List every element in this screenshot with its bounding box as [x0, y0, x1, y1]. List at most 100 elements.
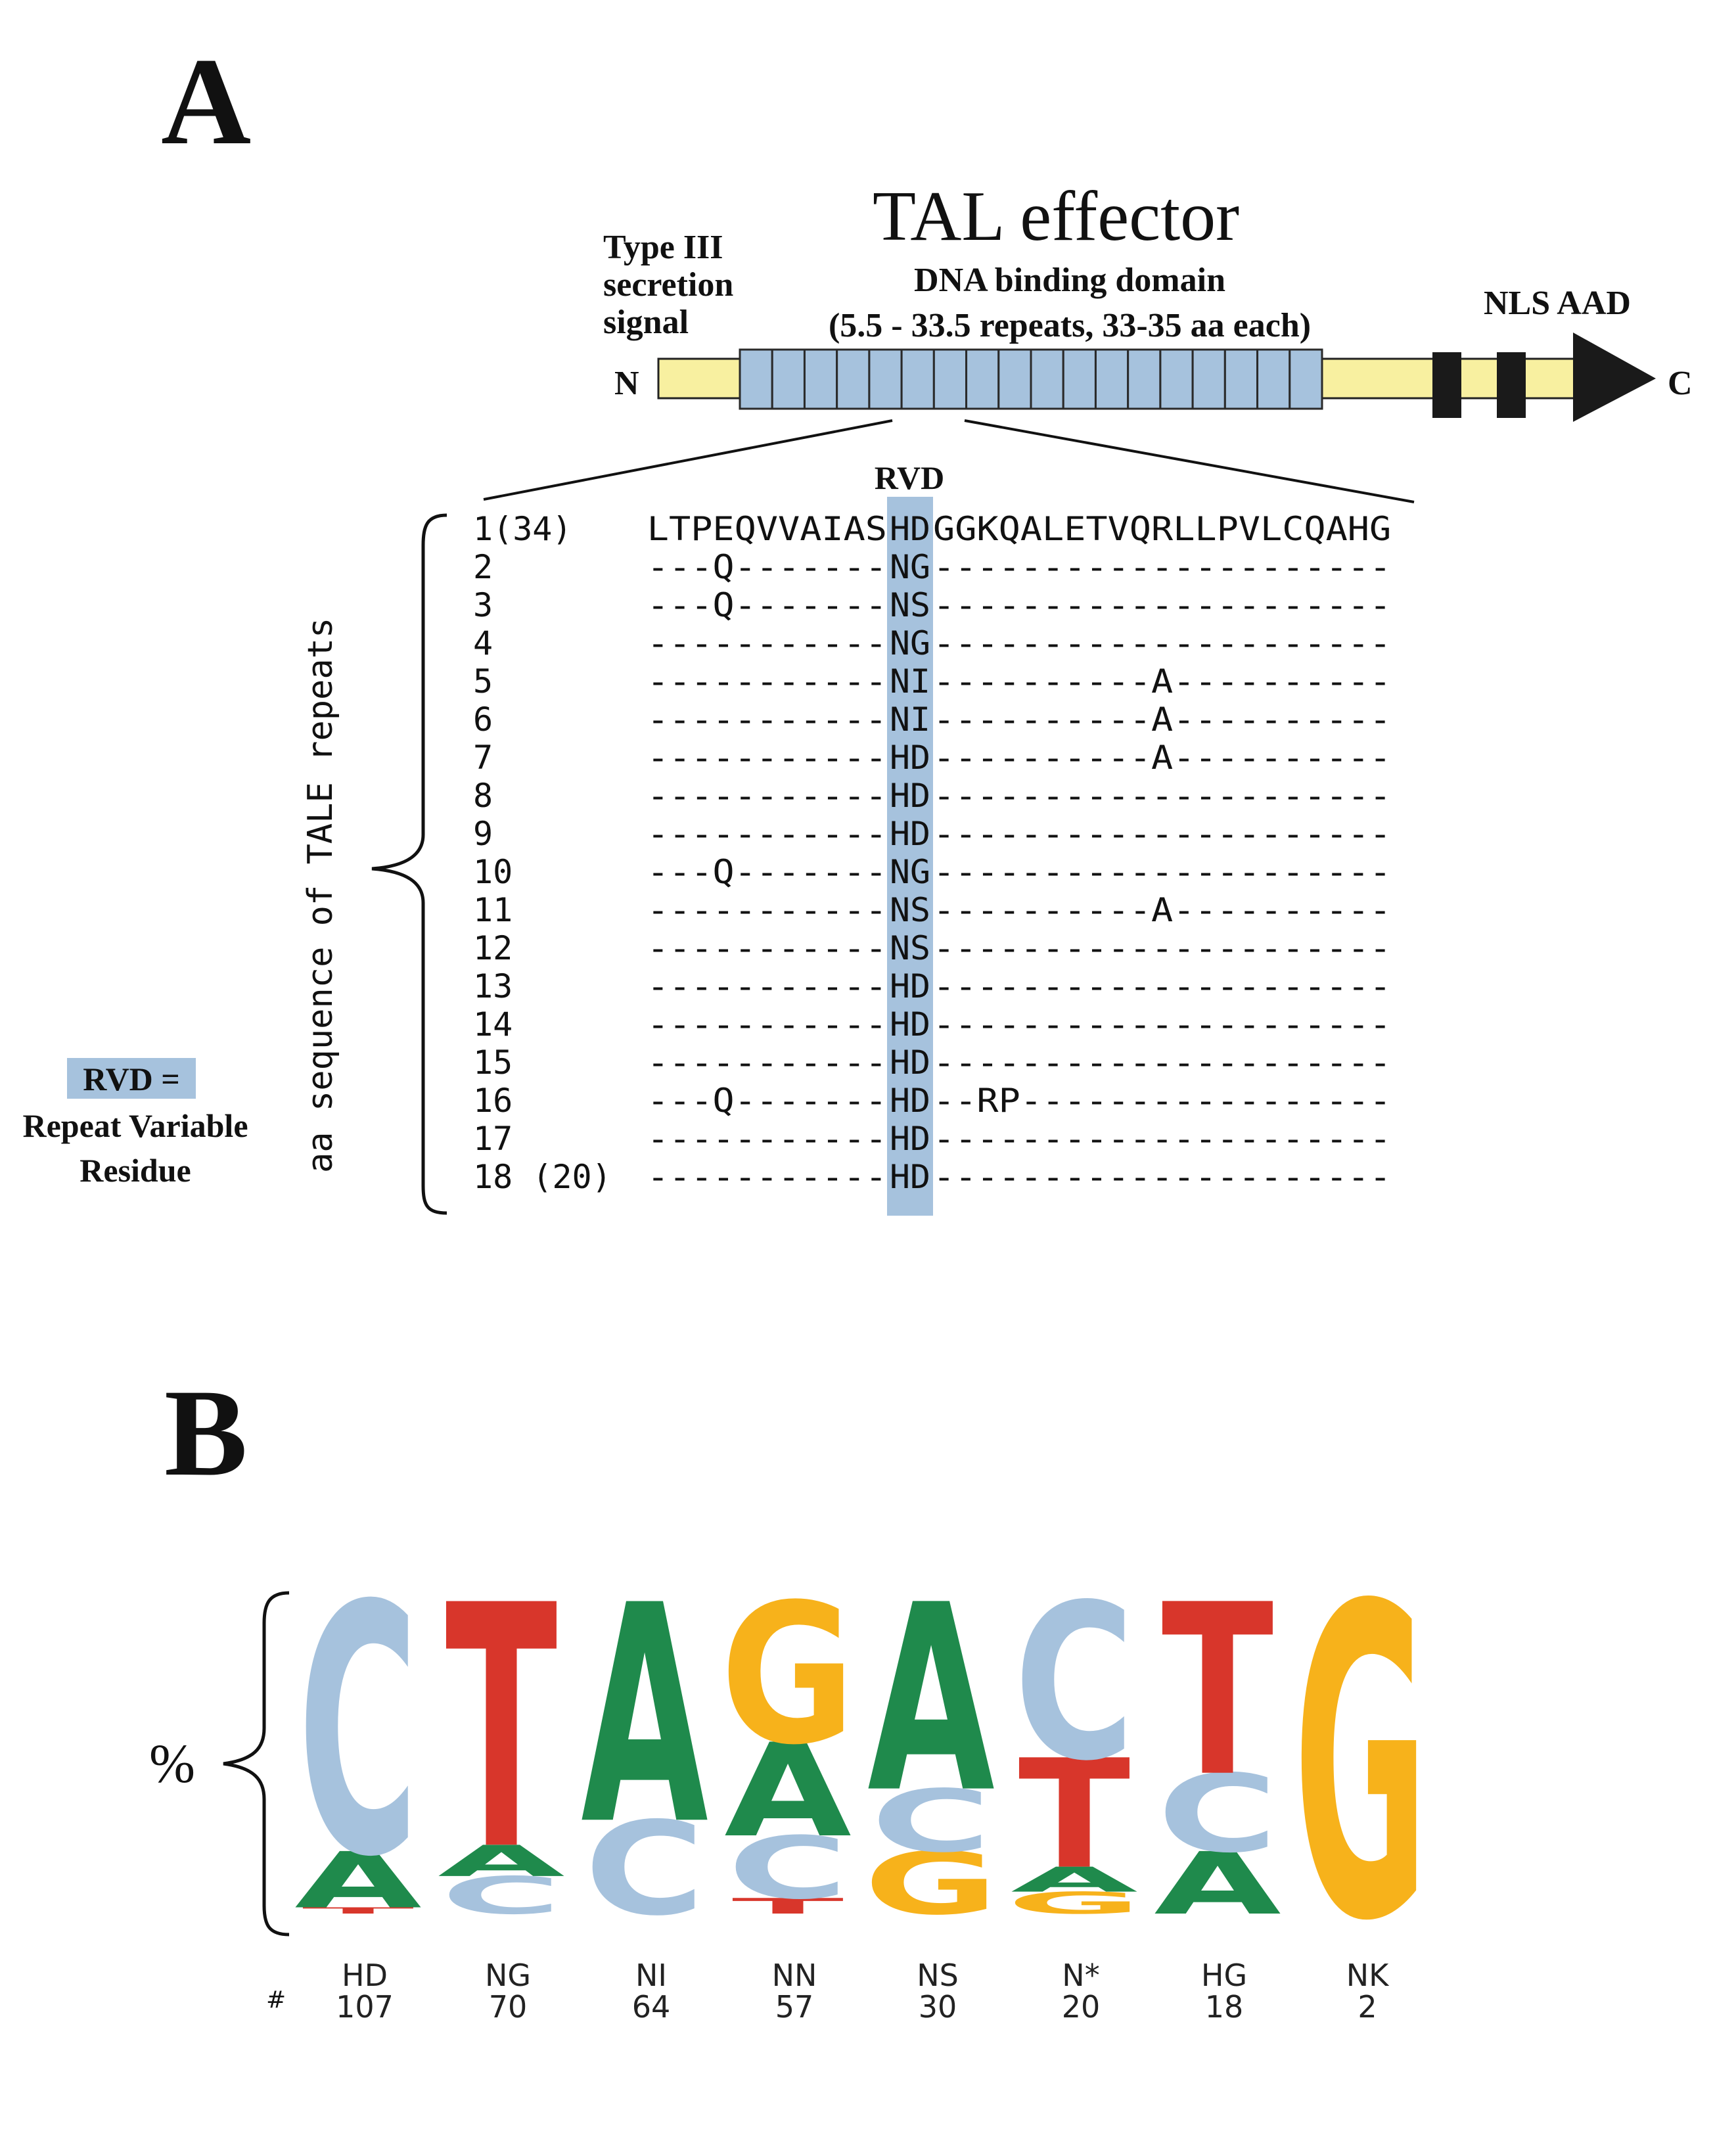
repeat-number: 3 [473, 586, 493, 624]
sequence-before-rvd: ----------- [647, 624, 887, 662]
logo-count-label: 20 [1062, 1989, 1101, 2025]
panel-a-label: A [161, 33, 251, 171]
repeat-number: 12 [473, 929, 513, 967]
repeat-row: 11-----------NS----------A---------- [473, 891, 1391, 929]
logo-count-label: 57 [775, 1989, 814, 2025]
logo-letter-C: C [584, 1795, 704, 1944]
logo-letter-A: A [438, 1837, 564, 1887]
repeat-row: 15-----------HD--------------------- [473, 1044, 1391, 1082]
logo-column: TAC [294, 1533, 421, 1932]
sequence-after-rvd: --------------------- [933, 586, 1391, 624]
repeat-number: 18 (20) [473, 1158, 612, 1196]
rvd-residues: HD [890, 510, 930, 548]
logo-letter-G: G [1293, 1517, 1428, 2015]
logo-column: CA [581, 1541, 709, 1944]
logo-letter-C: C [1157, 1751, 1277, 1876]
percent-axis-label: % [149, 1733, 195, 1795]
sequence-before-rvd: ----------- [647, 891, 887, 929]
sequence-before-rvd: ----------- [647, 700, 887, 739]
repeat-number: 17 [473, 1120, 513, 1158]
repeat-unit-box [1223, 348, 1259, 410]
panel-b-label: B [164, 1364, 248, 1502]
logo-letter-A: A [867, 1550, 995, 1849]
sequence-before-rvd: ----------- [647, 739, 887, 777]
repeat-row: 3---Q-------NS--------------------- [473, 586, 1391, 624]
nls-motif [1432, 352, 1461, 418]
sequence-before-rvd: ----------- [647, 1120, 887, 1158]
logo-rvd-label: NK [1346, 1958, 1390, 1993]
repeat-unit-box [997, 348, 1032, 410]
logo-count-label: 107 [336, 1989, 394, 2025]
aad-motif [1497, 352, 1526, 418]
logo-rvd-label: HD [342, 1958, 388, 1993]
repeat-row: 5-----------NI----------A---------- [473, 662, 1391, 700]
logo-letter-C: C [298, 1533, 418, 1932]
repeats-axis-label: aa sequence of TALE repeats [301, 618, 340, 1173]
sequence-before-rvd: ----------- [647, 777, 887, 815]
logo-letter-T: T [1018, 1728, 1131, 1902]
sequence-after-rvd: --------------------- [933, 548, 1391, 586]
repeat-row: 10---Q-------NG--------------------- [473, 853, 1391, 891]
sequence-after-rvd: --------------------- [933, 1044, 1391, 1082]
repeat-row: 12-----------NS--------------------- [473, 929, 1391, 967]
sequence-before-rvd: ----------- [647, 1158, 887, 1196]
repeat-number: 10 [473, 853, 513, 891]
rvd-residues: NI [890, 662, 930, 700]
rvd-legend-box-text: RVD = [83, 1061, 180, 1097]
logo-letter-A: A [1011, 1860, 1137, 1900]
secretion-label-line-1: Type III [603, 229, 723, 266]
sequence-after-rvd: --------------------- [933, 777, 1391, 815]
dbd-sublabel: (5.5 - 33.5 repeats, 33-35 aa each) [829, 307, 1311, 344]
rvd-residues: HD [890, 967, 930, 1005]
sequence-after-rvd: ----------A---------- [933, 891, 1391, 929]
repeat-number: 2 [473, 548, 493, 586]
nls-aad-label: NLS AAD [1484, 285, 1631, 322]
repeat-unit-box [1256, 348, 1291, 410]
logo-count-label: 30 [919, 1989, 957, 2025]
repeat-unit-box [771, 348, 806, 410]
repeat-row: 7-----------HD----------A---------- [473, 739, 1391, 777]
logo-rvd-label: N* [1062, 1958, 1099, 1993]
sequence-after-rvd: ----------A---------- [933, 739, 1391, 777]
logo-count-label: 18 [1205, 1989, 1244, 2025]
rvd-legend-text-1: Repeat Variable [22, 1107, 248, 1144]
repeat-row: 17-----------HD--------------------- [473, 1120, 1391, 1158]
sequence-before-rvd: ----------- [647, 1005, 887, 1044]
logo-letter-G: G [720, 1563, 855, 1787]
sequence-after-rvd: --------------------- [933, 967, 1391, 1005]
logo-rvd-label: NG [485, 1958, 531, 1993]
repeats-bracket [371, 513, 447, 1215]
logo-rvd-label: NN [772, 1958, 817, 1993]
repeat-row: 14-----------HD--------------------- [473, 1005, 1391, 1044]
c-terminus-arrowhead [1573, 333, 1656, 422]
repeat-number: 15 [473, 1044, 513, 1082]
repeat-number: 5 [473, 662, 493, 700]
repeat-unit-box [1030, 348, 1064, 410]
sequence-before-rvd: ---Q------- [647, 1082, 887, 1120]
repeat-number: 9 [473, 815, 493, 853]
repeat-domain [739, 348, 1323, 410]
logo-count-label: 70 [489, 1989, 528, 2025]
sequence-before-rvd: ---Q------- [647, 548, 887, 586]
zoom-line-left [483, 419, 893, 501]
rvd-legend-swatch [67, 1058, 196, 1099]
rvd-residues: NG [890, 853, 930, 891]
repeat-unit-box [900, 348, 935, 410]
rvd-residues: NG [890, 548, 930, 586]
repeat-row: 8-----------HD--------------------- [473, 777, 1391, 815]
rvd-residues: NS [890, 929, 930, 967]
tal-effector-title: TAL effector [873, 177, 1239, 256]
repeat-unit-box [1159, 348, 1194, 410]
repeat-row: 6-----------NI----------A---------- [473, 700, 1391, 739]
secretion-signal-label: Type III secretion signal [603, 229, 733, 341]
logo-letter-T: T [302, 1906, 415, 1916]
logo-rvd-label: NI [635, 1958, 667, 1993]
logo-letter-T: T [732, 1894, 844, 1919]
rvd-residues: NG [890, 624, 930, 662]
repeat-unit-box [836, 348, 871, 410]
